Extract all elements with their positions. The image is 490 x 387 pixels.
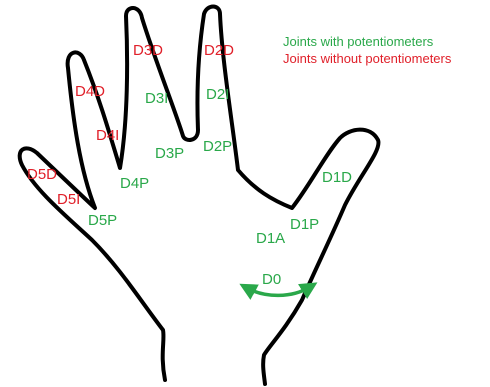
joint-label-d4p: D4P: [120, 175, 149, 192]
joint-label-d2p: D2P: [203, 138, 232, 155]
legend-with-potentiometers: Joints with potentiometers: [283, 34, 434, 49]
joint-label-d5i: D5I: [57, 191, 80, 208]
joint-label-d4d: D4D: [75, 83, 105, 100]
joint-label-d1d: D1D: [322, 169, 352, 186]
joint-label-d5d: D5D: [27, 166, 57, 183]
joint-label-d1p: D1P: [290, 216, 319, 233]
joint-label-d1a: D1A: [256, 230, 285, 247]
joint-label-d4i: D4I: [96, 127, 119, 144]
joint-label-d0: D0: [262, 271, 281, 288]
legend-without-potentiometers: Joints without potentiometers: [283, 51, 452, 66]
joint-label-d5p: D5P: [88, 212, 117, 229]
joint-label-d2d: D2D: [204, 42, 234, 59]
joint-label-d3p: D3P: [155, 145, 184, 162]
joint-label-d2i: D2I: [206, 86, 229, 103]
joint-label-d3i: D3I: [145, 90, 168, 107]
joint-label-d3d: D3D: [133, 42, 163, 59]
d0-rotation-arrow: [247, 287, 310, 295]
